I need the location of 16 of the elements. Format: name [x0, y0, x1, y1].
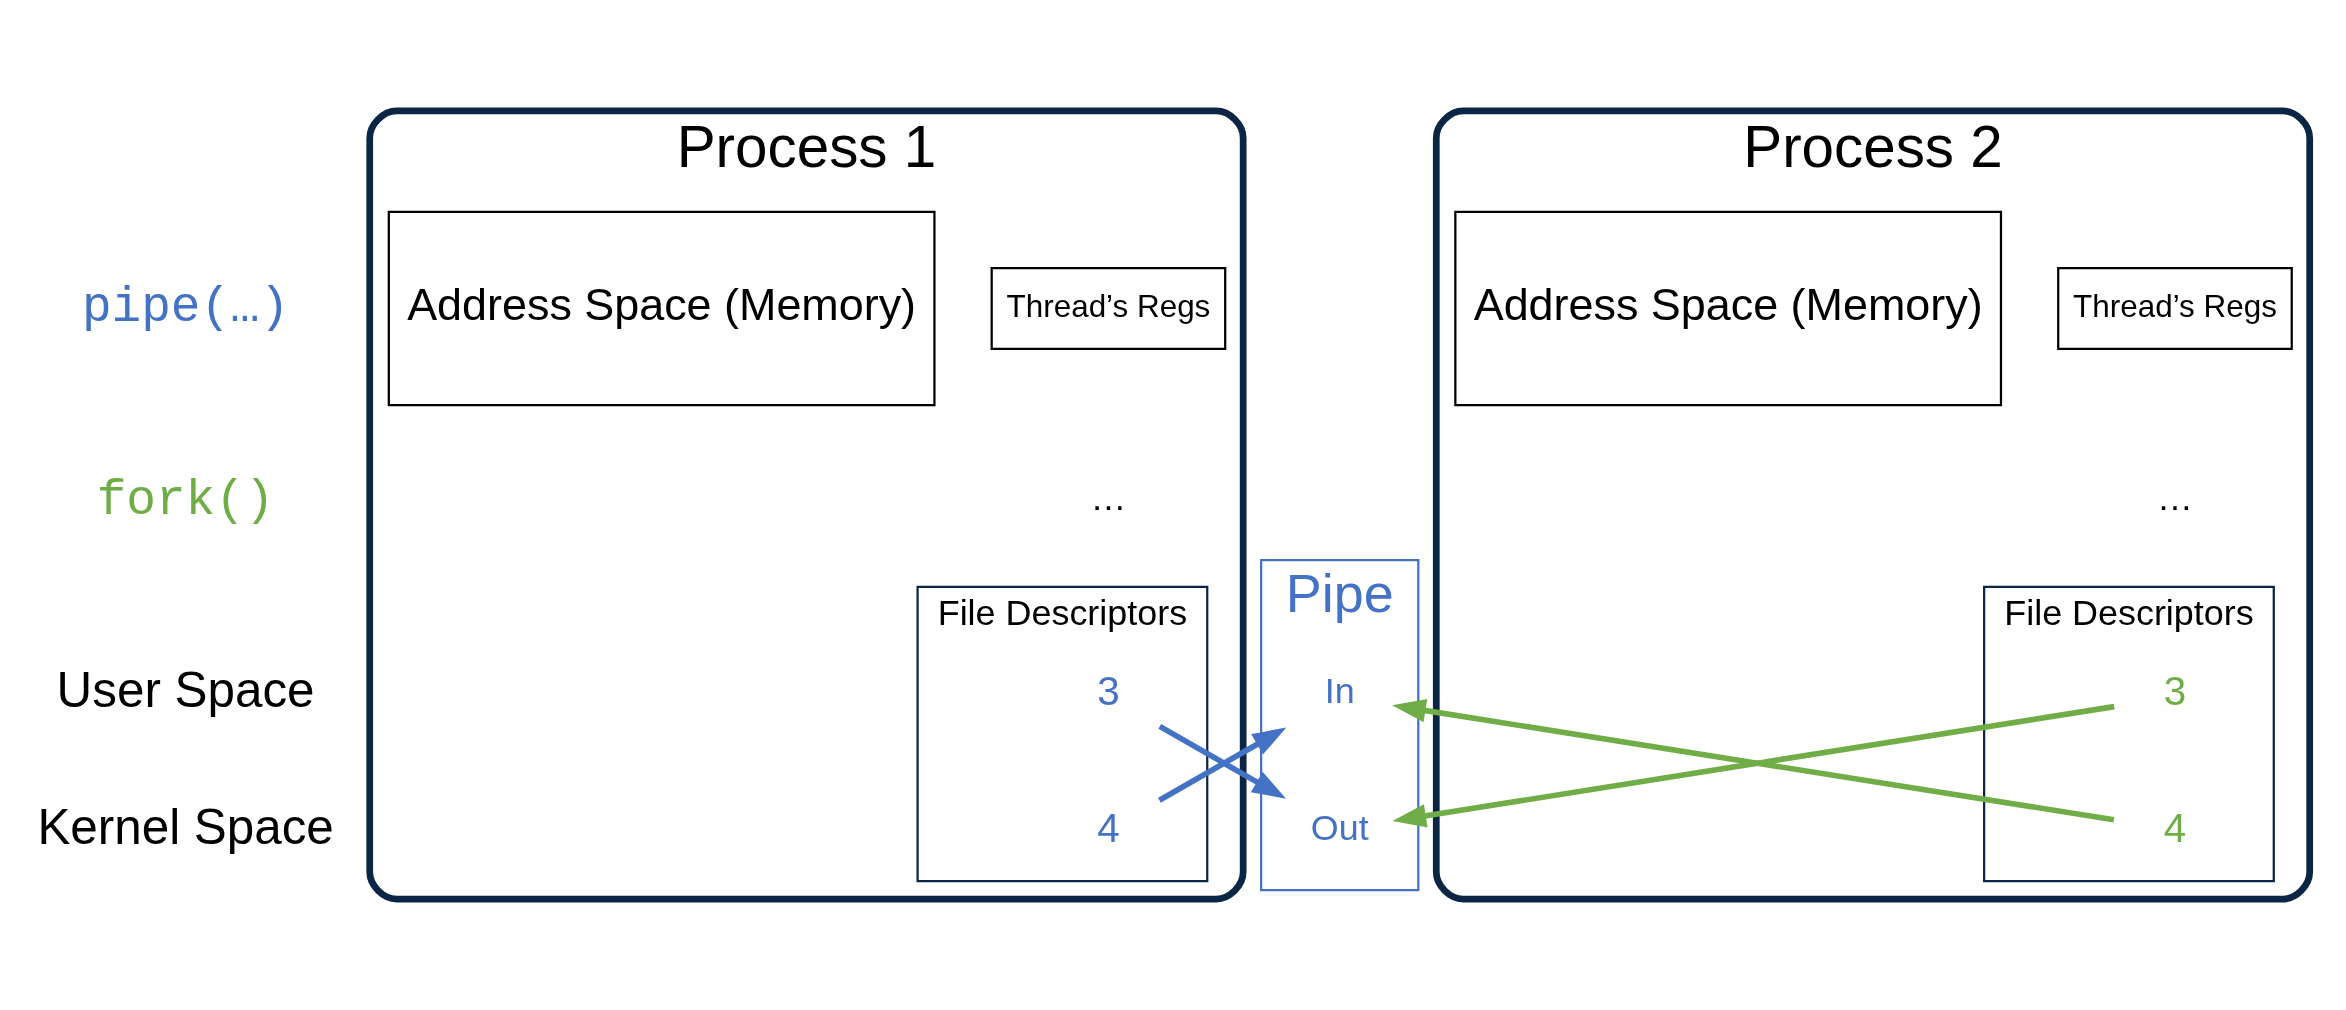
node-text: In	[1324, 670, 1355, 712]
label: Kernel Space	[37, 799, 334, 855]
node-text: 3	[1097, 667, 1120, 714]
label: User Space	[56, 662, 315, 718]
node-box: Thread’s Regs	[2057, 267, 2293, 351]
label: …	[1090, 477, 1127, 519]
node-text: 4	[2163, 804, 2187, 851]
node-box: Thread’s Regs	[990, 267, 1227, 351]
legend-label: pipe(…)	[81, 280, 290, 337]
legend-label: fork()	[96, 473, 275, 530]
node-text: 4	[1097, 804, 1120, 851]
label: …	[2157, 477, 2193, 519]
node-text: Out	[1310, 807, 1369, 849]
node-text: 3	[2163, 667, 2187, 714]
node-box: Address Space (Memory)	[387, 210, 936, 407]
node-box: Address Space (Memory)	[1454, 210, 2003, 407]
